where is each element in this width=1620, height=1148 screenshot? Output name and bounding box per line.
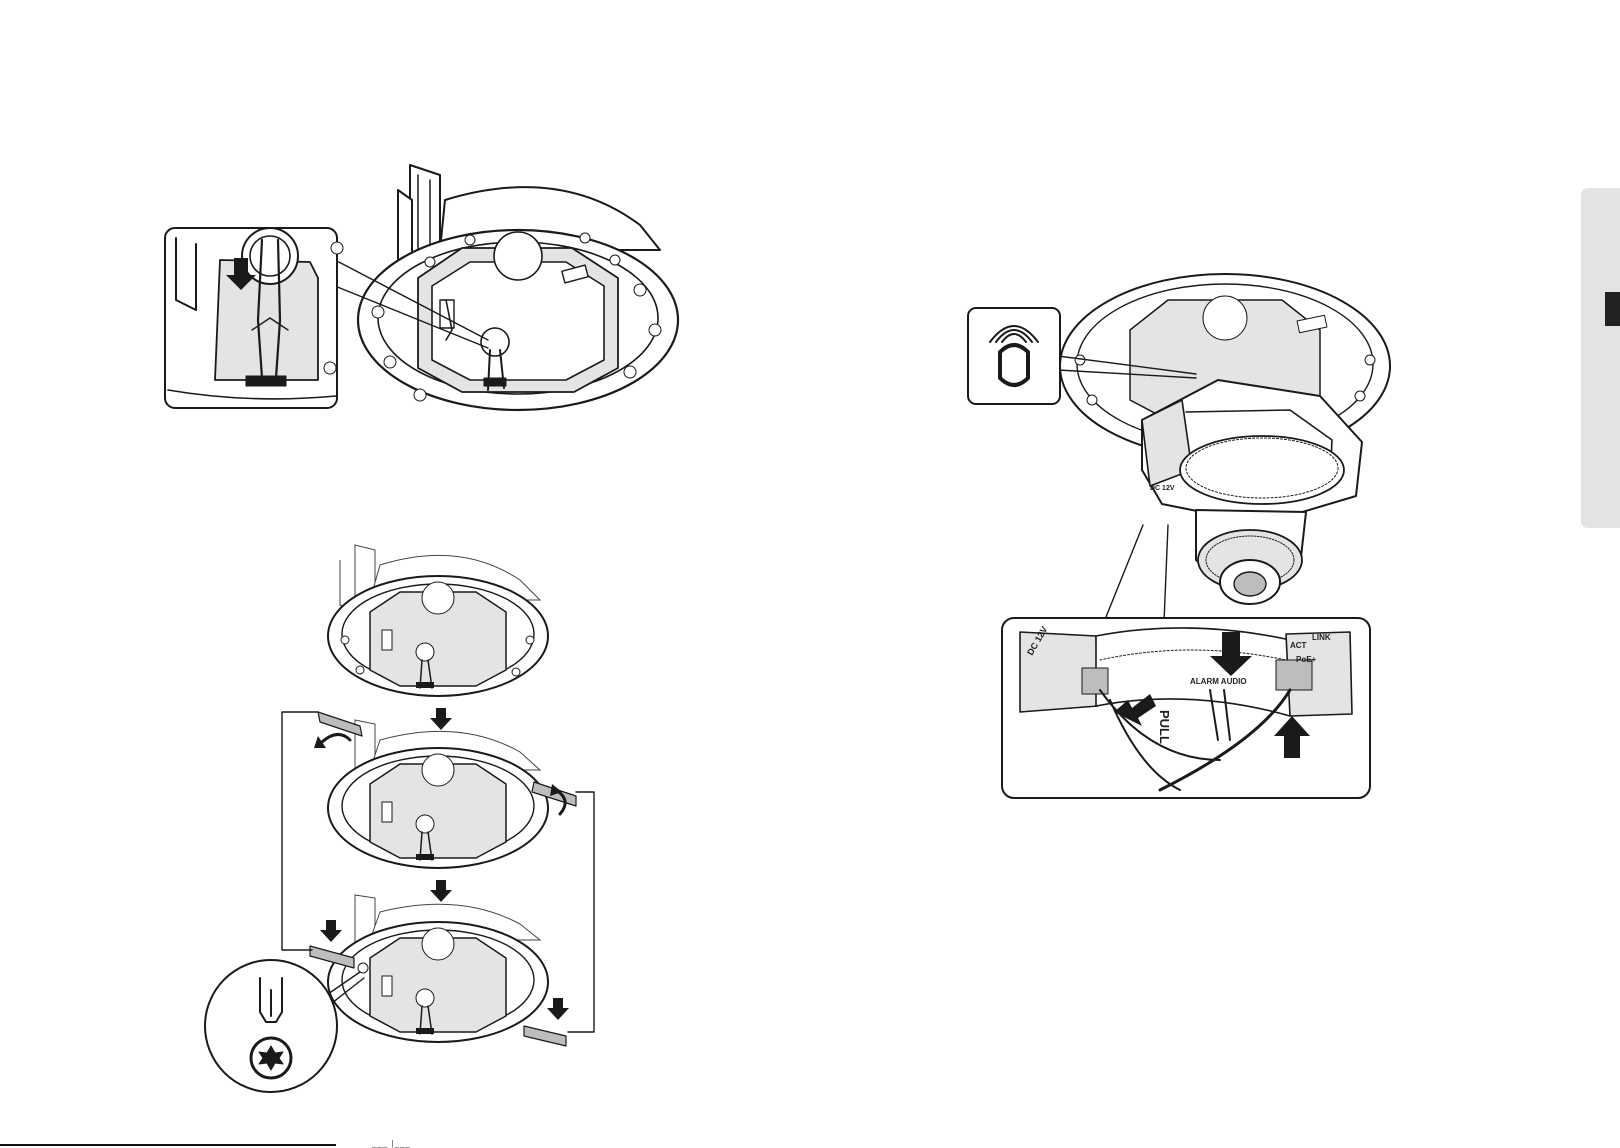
connector-inset: DC 12V ALARM AUDIO PULL ACT LINK PoE+ [1002,525,1370,798]
alarm-audio-label: ALARM AUDIO [1190,677,1247,686]
poe-label: PoE+ [1296,655,1317,664]
chapter-tab [1581,188,1620,528]
pull-label: PULL [1157,710,1172,744]
link-label: LINK [1312,633,1331,642]
footer-rule [0,1144,336,1146]
dc-12v-label: DC 12V [1150,485,1175,492]
chapter-tab-marker [1605,292,1620,326]
camera-illustration: DC 12V [1060,274,1390,604]
act-label: ACT [1290,641,1307,650]
